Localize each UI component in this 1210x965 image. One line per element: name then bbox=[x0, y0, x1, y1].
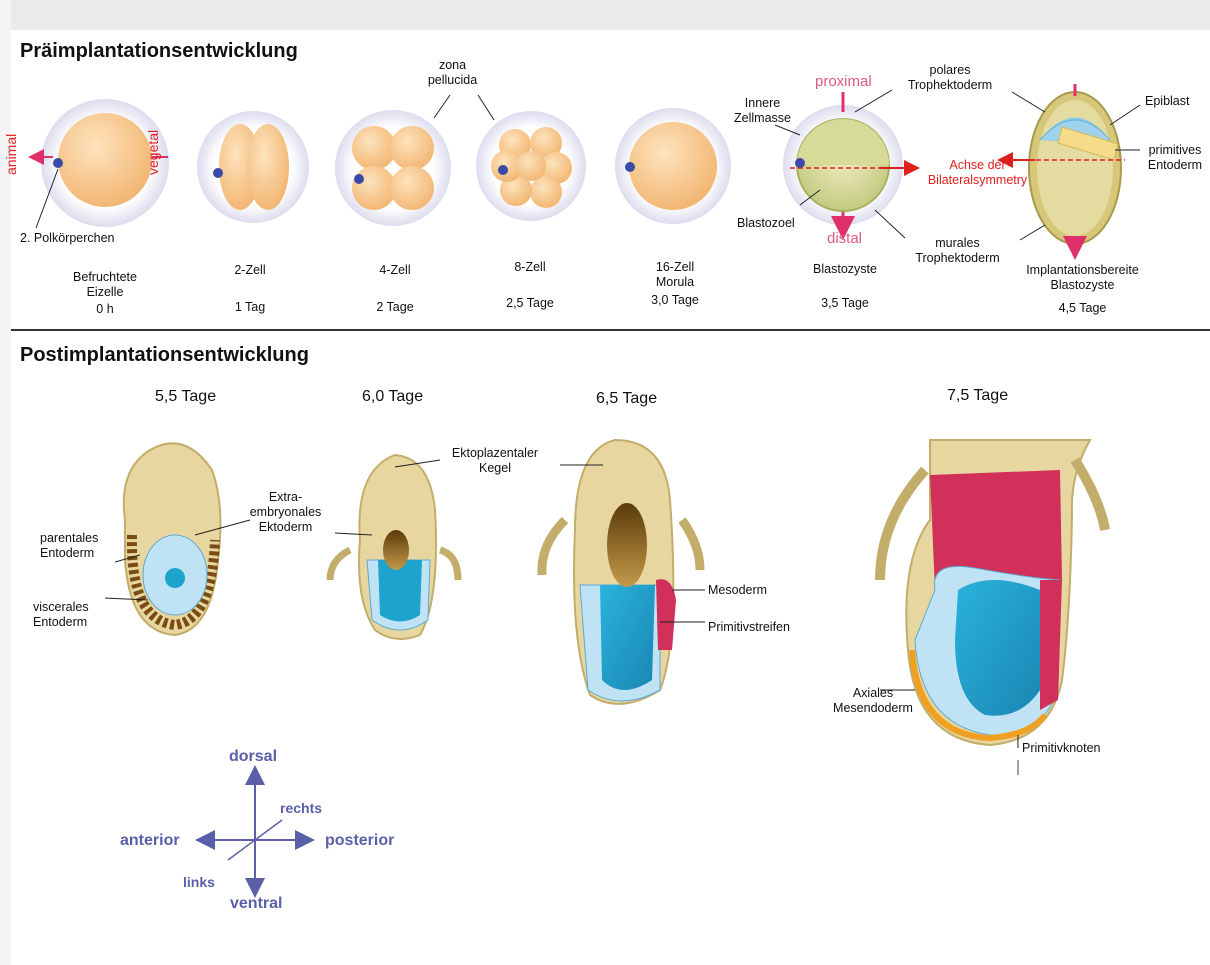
stage-time-0: 0 h bbox=[55, 302, 155, 317]
pre-title: Präimplantationsentwicklung bbox=[20, 40, 298, 63]
axis-compass bbox=[205, 775, 305, 888]
axis-links: links bbox=[183, 874, 215, 890]
zona-label: zona pellucida bbox=[420, 58, 485, 88]
murales-label: murales Trophektoderm bbox=[900, 236, 1015, 266]
proximal-label: proximal bbox=[815, 74, 872, 89]
axis-posterior: posterior bbox=[325, 832, 394, 850]
section-divider bbox=[11, 329, 1210, 331]
post-time-0: 5,5 Tage bbox=[155, 388, 216, 406]
stage-name-2: 4-Zell bbox=[355, 263, 435, 278]
primitivstreifen-label: Primitivstreifen bbox=[708, 620, 790, 635]
stage-name-5: Blastozyste bbox=[795, 262, 895, 277]
extra-label: Extra- embryonales Ektoderm bbox=[238, 490, 333, 535]
blastozoel-label: Blastozoel bbox=[737, 216, 795, 231]
epiblast-label: Epiblast bbox=[1145, 94, 1189, 109]
stage-time-2: 2 Tage bbox=[355, 300, 435, 315]
post-time-2: 6,5 Tage bbox=[596, 390, 657, 408]
stage-name-3: 8-Zell bbox=[490, 260, 570, 275]
achse-label: Achse der Bilateralsymmetry bbox=[920, 158, 1035, 188]
embryo-7-5 bbox=[880, 440, 1105, 775]
mesoderm-label: Mesoderm bbox=[708, 583, 767, 598]
stage-time-1: 1 Tag bbox=[210, 300, 290, 315]
vegetal-label: vegetal bbox=[146, 155, 206, 175]
innere-zellmasse-label: Innere Zellmasse bbox=[725, 96, 800, 126]
stage-name-1: 2-Zell bbox=[210, 263, 290, 278]
post-time-1: 6,0 Tage bbox=[362, 388, 423, 406]
axis-ventral: ventral bbox=[230, 895, 282, 913]
distal-label: distal bbox=[827, 231, 862, 246]
animal-label: animal bbox=[4, 155, 64, 175]
stage-name-6: Implantationsbereite Blastozyste bbox=[1010, 263, 1155, 293]
viscerales-label: viscerales Entoderm bbox=[33, 600, 89, 630]
primitives-entoderm-label: primitives Entoderm bbox=[1140, 143, 1210, 173]
embryo-5-5 bbox=[105, 443, 250, 635]
primitivknoten-label: Primitivknoten bbox=[1022, 741, 1101, 756]
four-cell-embryo bbox=[335, 110, 451, 226]
two-cell-embryo bbox=[197, 111, 309, 223]
axis-anterior: anterior bbox=[120, 832, 180, 850]
stage-name-0: Befruchtete Eizelle bbox=[55, 270, 155, 300]
axiales-label: Axiales Mesendoderm bbox=[818, 686, 928, 716]
stage-time-6: 4,5 Tage bbox=[1010, 301, 1155, 316]
stage-time-4: 3,0 Tage bbox=[630, 293, 720, 308]
polkorper-label: 2. Polkörperchen bbox=[20, 231, 115, 246]
ektoplazentaler-label: Ektoplazentaler Kegel bbox=[440, 446, 550, 476]
post-title: Postimplantationsentwicklung bbox=[20, 344, 309, 367]
morula bbox=[615, 108, 731, 224]
eight-cell-embryo bbox=[476, 111, 586, 221]
post-time-3: 7,5 Tage bbox=[947, 387, 1008, 405]
parentales-label: parentales Entoderm bbox=[40, 531, 98, 561]
stage-time-3: 2,5 Tage bbox=[490, 296, 570, 311]
polares-label: polares Trophektoderm bbox=[890, 63, 1010, 93]
stage-name-4: 16-Zell Morula bbox=[630, 260, 720, 290]
axis-dorsal: dorsal bbox=[229, 748, 277, 766]
stage-time-5: 3,5 Tage bbox=[795, 296, 895, 311]
embryo-6-0 bbox=[330, 455, 458, 639]
axis-rechts: rechts bbox=[280, 800, 322, 816]
embryo-6-5 bbox=[542, 440, 705, 704]
